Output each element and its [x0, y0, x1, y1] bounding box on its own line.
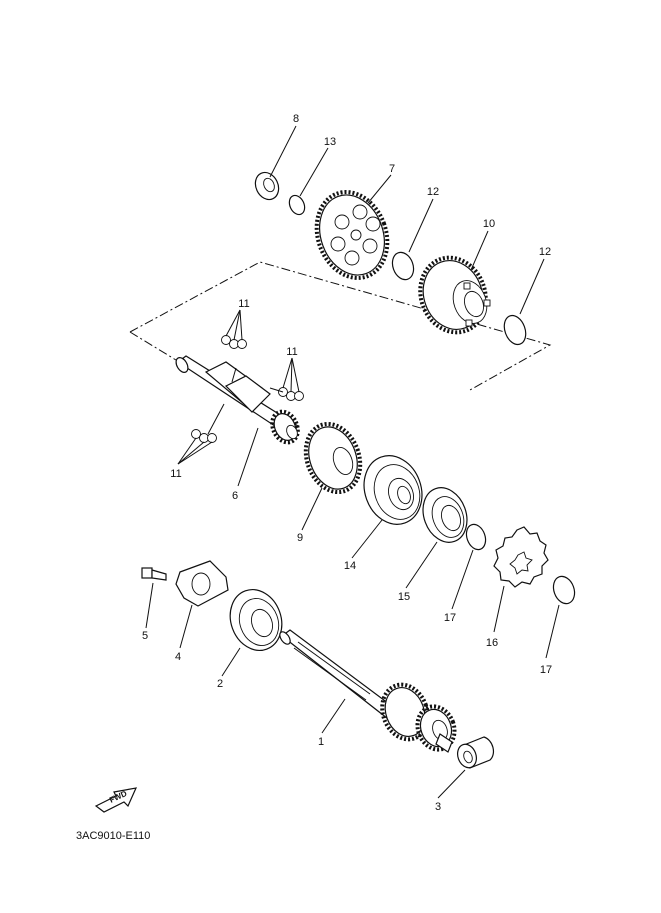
- callout-13: 13: [324, 136, 336, 148]
- callout-14: 14: [344, 560, 356, 572]
- part-11-markers-top: [221, 335, 247, 349]
- part-12-circlip-right: [503, 314, 527, 346]
- callout-11-top: 11: [238, 298, 249, 310]
- callout-10: 10: [483, 218, 495, 230]
- callout-9: 9: [297, 532, 303, 544]
- callout-2: 2: [217, 678, 223, 690]
- part-14-bearing: [363, 455, 423, 525]
- part-11-markers-left: [191, 429, 217, 443]
- part-10-gear: [418, 255, 491, 335]
- callout-4: 4: [175, 651, 181, 663]
- part-13-circlip: [288, 194, 306, 216]
- part-16-sprocket: [493, 526, 549, 588]
- part-3-collar: [456, 736, 495, 769]
- part-17-circlip-upper: [465, 523, 487, 551]
- callout-12-upper: 12: [427, 186, 439, 198]
- part-1-main-shaft: [279, 629, 457, 753]
- part-7-gear: [314, 190, 390, 280]
- part-8-circlip: [254, 171, 280, 201]
- part-2-bearing: [229, 589, 283, 651]
- callout-17-upper: 17: [444, 612, 456, 624]
- callout-1: 1: [318, 736, 324, 748]
- part-12-circlip-upper: [391, 251, 415, 281]
- callout-labels: 8 13 7 12 10 12 11 11 11 6 9 14 15 17 16…: [142, 113, 552, 813]
- callout-11-left: 11: [170, 468, 181, 480]
- fwd-arrow: FWD: [94, 787, 138, 813]
- callout-11-mid: 11: [286, 346, 297, 358]
- callout-12-right: 12: [539, 246, 551, 258]
- part-4-plate: [175, 560, 229, 607]
- callout-3: 3: [435, 801, 441, 813]
- part-17-circlip-lower: [552, 575, 576, 605]
- leader-lines: [145, 125, 560, 799]
- part-9-gear: [303, 421, 363, 495]
- part-6-shaft: [175, 355, 300, 445]
- callout-15: 15: [398, 591, 410, 603]
- callout-16: 16: [486, 637, 498, 649]
- callout-8: 8: [293, 113, 299, 125]
- callout-6: 6: [232, 490, 238, 502]
- callout-17-lower: 17: [540, 664, 552, 676]
- part-15-oil-seal: [422, 487, 468, 543]
- part-5-bolt: [141, 567, 167, 581]
- callout-5: 5: [142, 630, 148, 642]
- callout-7: 7: [389, 163, 395, 175]
- subassembly-boundary: [129, 261, 552, 391]
- figure-code: 3AC9010-E110: [76, 830, 150, 842]
